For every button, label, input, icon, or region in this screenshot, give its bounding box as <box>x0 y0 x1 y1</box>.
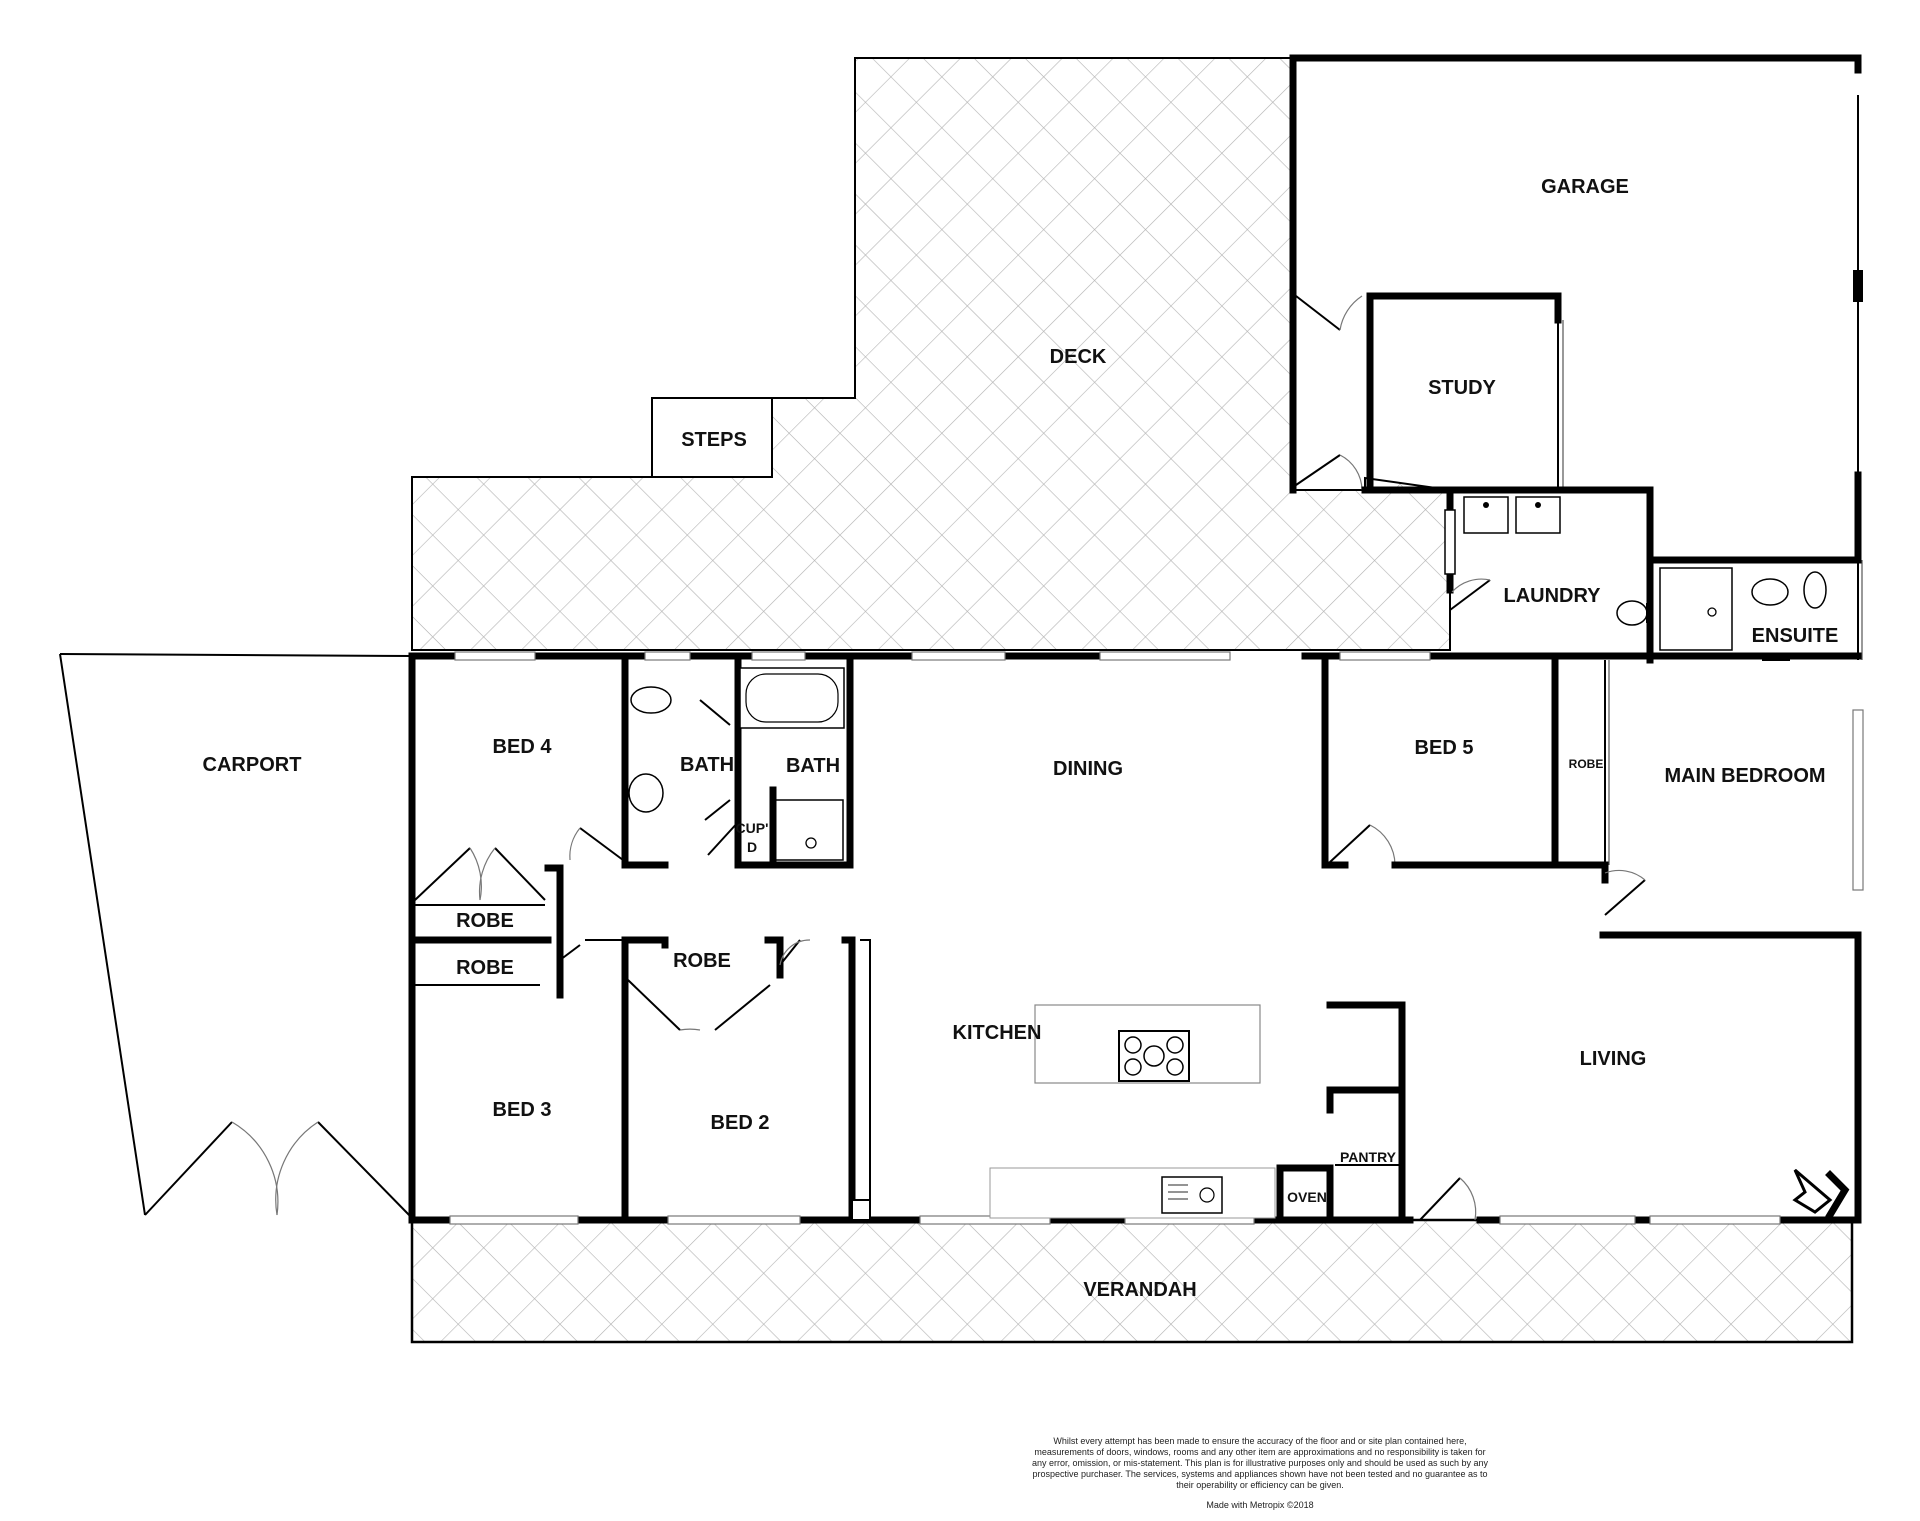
kitchen-fixtures <box>989 1004 1276 1219</box>
toilet-icon <box>630 686 672 714</box>
room-labels: GARAGE DECK STUDY STEPS LAUNDRY ENSUITE … <box>203 176 1839 1301</box>
label-deck: DECK <box>1050 346 1107 368</box>
label-garage: GARAGE <box>1541 176 1629 198</box>
steps-block <box>651 397 773 478</box>
label-robe-bed3: ROBE <box>456 957 514 979</box>
kitchen-bench <box>989 1167 1276 1219</box>
windows <box>449 651 1864 1225</box>
interior-walls <box>408 656 1862 1224</box>
cooktop-icon <box>1118 1030 1190 1082</box>
label-pantry: PANTRY <box>1340 1149 1397 1165</box>
label-kitchen: KITCHEN <box>953 1022 1042 1044</box>
label-bed3: BED 3 <box>493 1099 552 1121</box>
label-bath-2: BATH <box>786 755 840 777</box>
label-robe-bed2: ROBE <box>673 950 731 972</box>
shower-icon <box>774 799 844 861</box>
label-bath-1: BATH <box>680 754 734 776</box>
ensuite-walls <box>1646 556 1862 664</box>
shower-icon <box>1659 567 1733 651</box>
verandah-area <box>410 1218 1854 1344</box>
label-cupd-line1: CUP' <box>736 820 769 836</box>
label-main-bedroom: MAIN BEDROOM <box>1664 765 1825 787</box>
label-dining: DINING <box>1053 758 1123 780</box>
label-oven: OVEN <box>1287 1189 1327 1205</box>
basin-icon <box>628 773 664 813</box>
sink-icon <box>1161 1176 1223 1214</box>
label-steps: STEPS <box>681 429 747 451</box>
study-walls <box>1295 292 1564 494</box>
credit-text: Made with Metropix ©2018 <box>1206 1500 1314 1510</box>
label-robe-main: ROBE <box>1569 757 1604 771</box>
basin-icon <box>1751 578 1789 606</box>
deck-area <box>411 57 1451 651</box>
label-bed4: BED 4 <box>493 736 553 758</box>
carport-outline <box>59 653 413 1220</box>
label-bed5: BED 5 <box>1415 737 1474 759</box>
label-carport: CARPORT <box>203 754 302 776</box>
toilet-icon <box>1803 571 1827 609</box>
label-bed2: BED 2 <box>711 1112 770 1134</box>
disclaimer-text: Whilst every attempt has been made to en… <box>1031 1436 1489 1490</box>
label-laundry: LAUNDRY <box>1503 585 1601 607</box>
label-living: LIVING <box>1580 1048 1647 1070</box>
label-verandah: VERANDAH <box>1083 1279 1196 1301</box>
label-ensuite: ENSUITE <box>1752 625 1839 647</box>
garage-walls <box>1289 54 1863 660</box>
label-cupd-line2: D <box>747 839 757 855</box>
toilet-icon <box>1616 600 1648 626</box>
label-robe-bed4: ROBE <box>456 910 514 932</box>
label-study: STUDY <box>1428 377 1496 399</box>
